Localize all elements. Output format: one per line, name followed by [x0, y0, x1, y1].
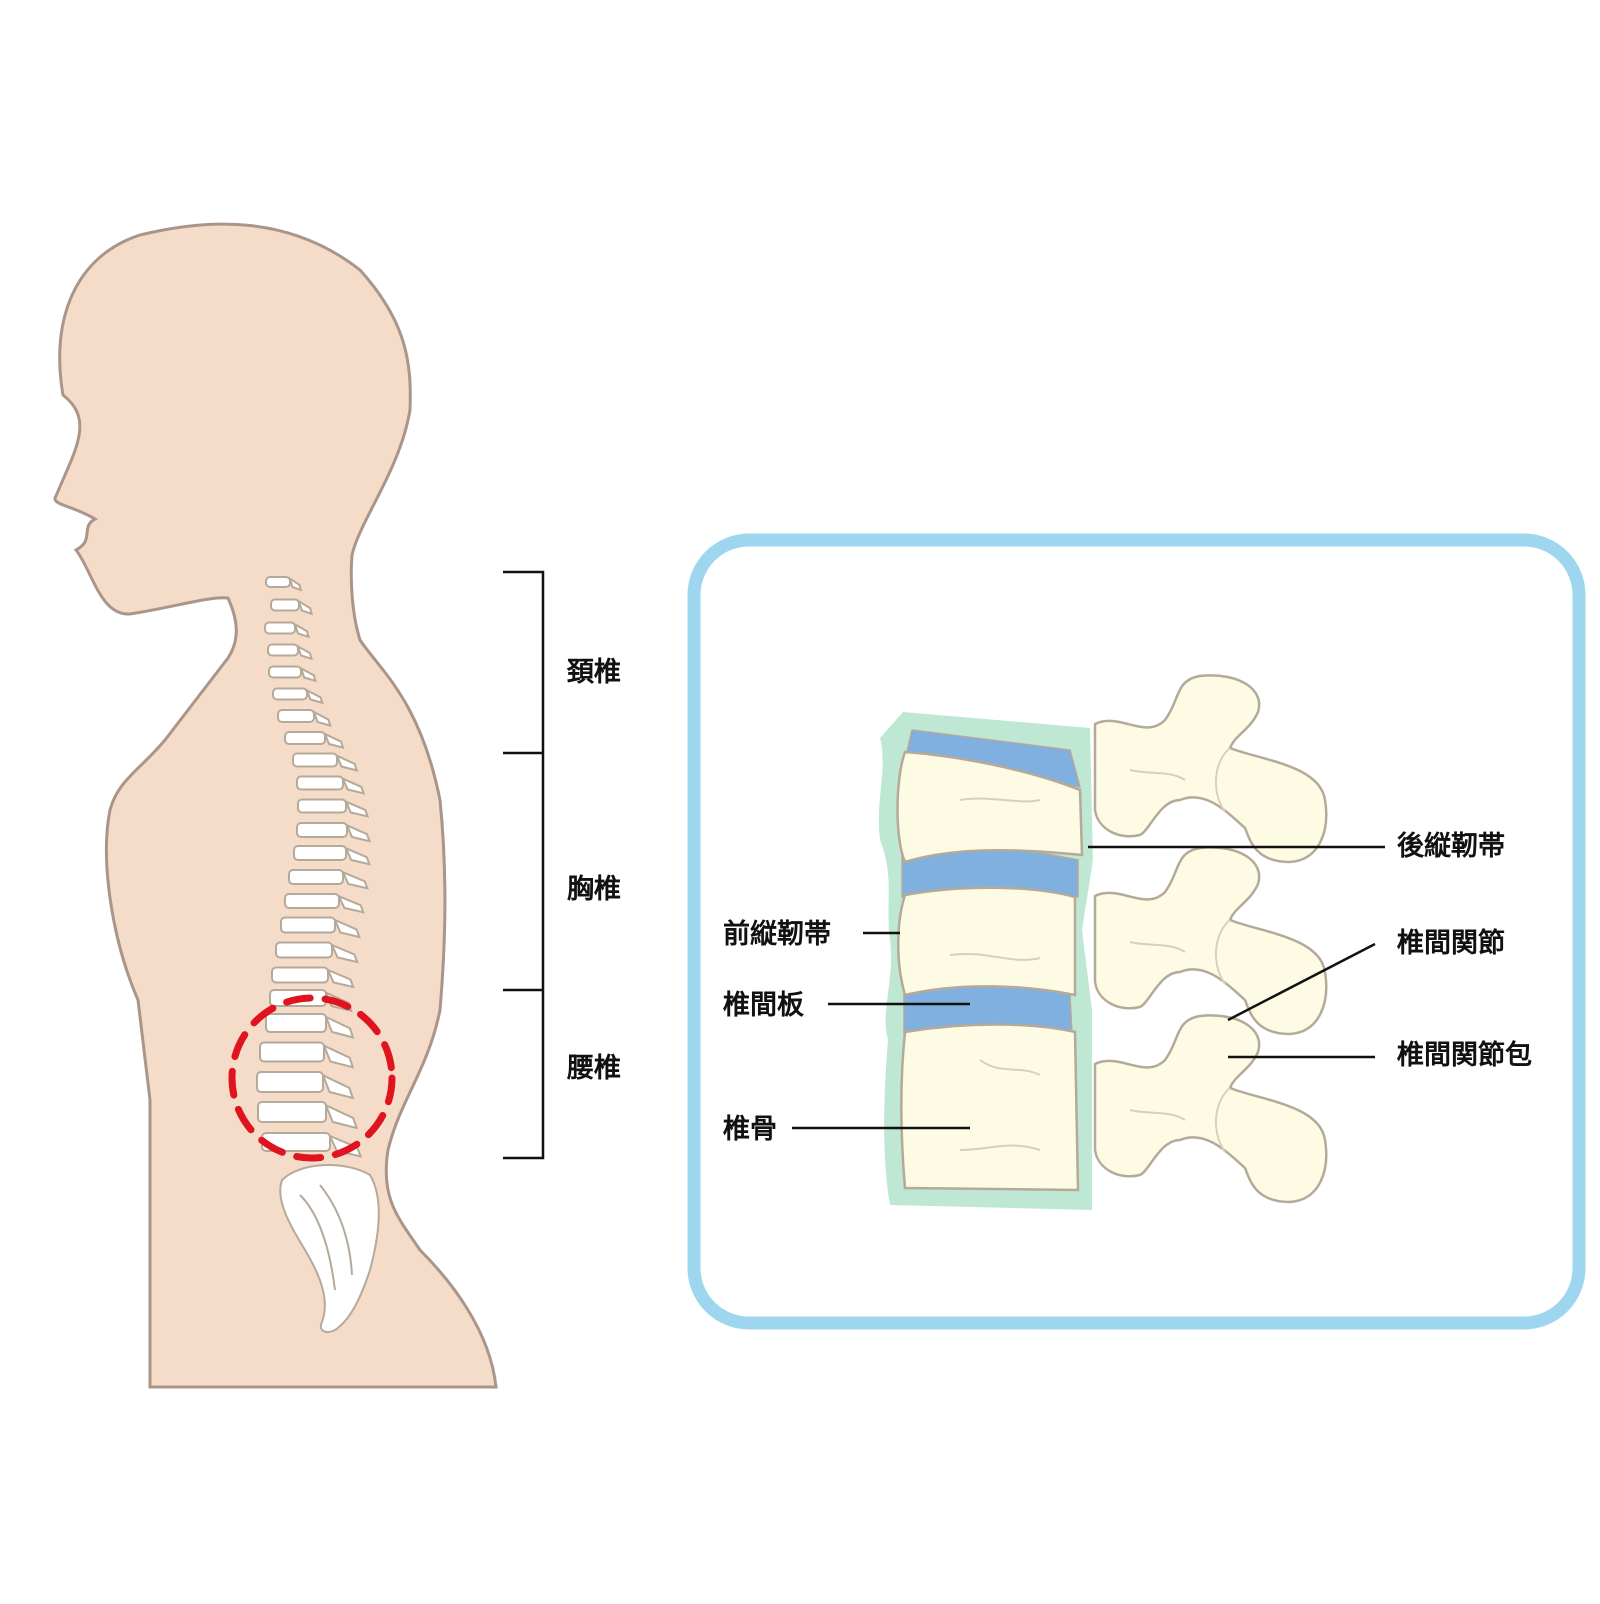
- body-silhouette: [53, 222, 498, 1389]
- vertebra: [284, 731, 326, 745]
- posterior-elements: [1093, 674, 1328, 1204]
- facet-element: [1093, 846, 1328, 1036]
- label-posterior-ligament: 後縦靭帯: [1397, 831, 1505, 862]
- disc-1: [904, 729, 1082, 788]
- spinous-process: [335, 753, 359, 772]
- vertebra: [284, 893, 340, 909]
- label-vertebral-body: 椎骨: [723, 1114, 777, 1145]
- vertebra: [296, 822, 348, 838]
- vertebra: [275, 941, 333, 959]
- spinous-process: [344, 846, 371, 866]
- vertebra: [267, 643, 299, 657]
- spinous-process: [345, 823, 372, 843]
- spinous-process: [293, 622, 310, 639]
- spinous-process: [330, 943, 359, 964]
- label-facet-joint: 椎間関節: [1397, 928, 1505, 959]
- spinous-process: [333, 918, 361, 939]
- vertebra: [297, 798, 347, 814]
- spinous-process: [322, 1043, 355, 1069]
- vertebra: [264, 621, 296, 635]
- label-facet-capsule: 椎間関節包: [1397, 1040, 1532, 1071]
- vertebra: [288, 869, 344, 885]
- vertebra: [265, 576, 291, 588]
- facet-element: [1093, 1014, 1328, 1204]
- vertebra: [293, 845, 347, 861]
- vertebra: [259, 1041, 325, 1063]
- vertebra: [277, 709, 315, 723]
- spinous-process: [328, 1134, 363, 1158]
- spinous-process: [305, 688, 324, 705]
- spinous-process: [321, 1073, 355, 1100]
- spinous-process: [324, 1015, 355, 1039]
- label-lumbar: 腰椎: [567, 1053, 621, 1084]
- spinous-process: [297, 599, 314, 616]
- vertebra: [292, 752, 338, 768]
- vertebra: [268, 665, 302, 679]
- label-cervical: 頚椎: [567, 657, 621, 688]
- spinous-process: [288, 576, 303, 592]
- vertebral-bodies: [896, 750, 1084, 1192]
- label-thoracic: 胸椎: [567, 874, 621, 905]
- spinous-process: [312, 709, 332, 728]
- vertebra: [265, 1013, 327, 1033]
- lumbar-highlight-circle: [228, 994, 396, 1162]
- spinous-process: [324, 1103, 359, 1130]
- vertebra: [271, 966, 329, 984]
- spinous-process: [323, 732, 345, 750]
- spinous-process: [337, 894, 365, 914]
- spine: [256, 576, 372, 1158]
- spinous-process: [296, 644, 313, 661]
- vertebra: [270, 598, 300, 612]
- vertebra: [257, 1101, 327, 1123]
- leader-lines: [792, 845, 1385, 1130]
- spinous-process: [344, 799, 370, 818]
- label-anterior-ligament: 前縦靭帯: [723, 919, 831, 950]
- vertebra: [296, 775, 344, 791]
- spinous-process: [299, 666, 317, 683]
- vertebra: [272, 687, 308, 701]
- label-disc: 椎間板: [723, 990, 804, 1021]
- facet-element: [1093, 674, 1328, 864]
- vertebra: [256, 1071, 324, 1093]
- region-bracket: [503, 570, 545, 1160]
- vertebra: [280, 916, 336, 934]
- spinous-process: [341, 776, 366, 795]
- sacrum: [279, 1164, 380, 1333]
- spinous-process: [326, 968, 355, 989]
- spinous-process: [341, 870, 369, 890]
